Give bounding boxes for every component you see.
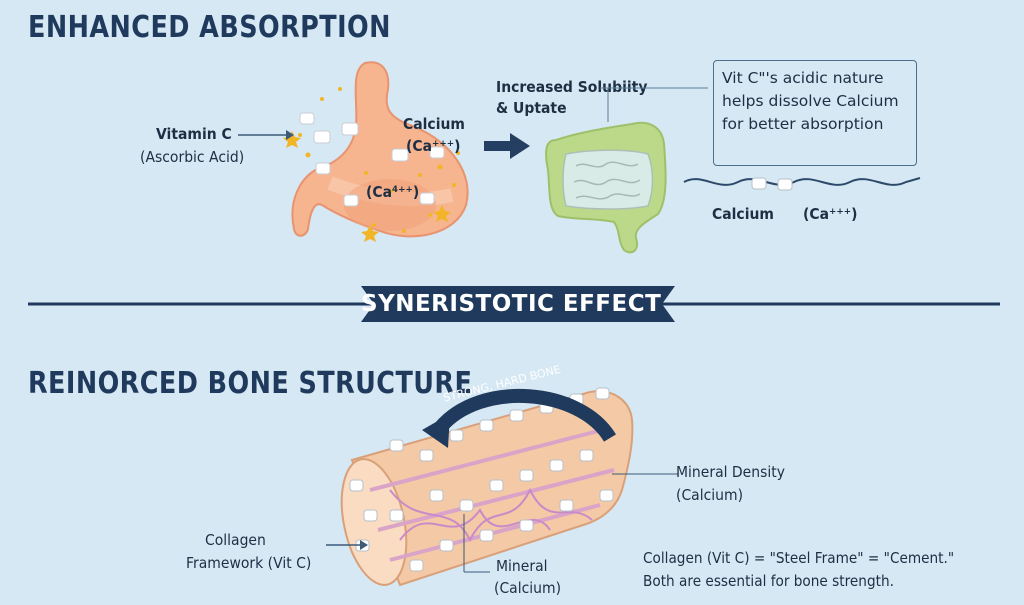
synergy-banner-graphic [28, 286, 1000, 322]
mineral-density-leader [612, 473, 678, 475]
solubility-label-line1: Increased Solubiity [496, 78, 648, 96]
calcium-stomach-label: Calcium [403, 115, 465, 133]
mineral-density-label-line1: Mineral Density [676, 463, 785, 481]
mineral-leader [463, 514, 490, 573]
collagen-arrow [326, 540, 368, 550]
calcium-ion-lower: (Ca⁴⁺⁺) [366, 183, 420, 201]
note-line-2: helps dissolve Calcium [722, 92, 899, 110]
summary-line-1: Collagen (Vit C) = "Steel Frame" = "Ceme… [643, 549, 955, 567]
mineral-label-line1: Mineral [496, 557, 548, 575]
calcium-wave [683, 177, 921, 191]
star-sparkles [283, 131, 451, 242]
mineral-density-label-line2: (Calcium) [676, 486, 744, 504]
section-title-bone-structure: REINORCED BONE STRUCTURE [28, 366, 473, 401]
calcium-particles [299, 112, 445, 207]
note-line-1: Vit C"'s acidic nature [722, 69, 884, 87]
mineral-label-line2: (Calcium) [494, 579, 562, 597]
ascorbic-acid-label: (Ascorbic Acid) [140, 148, 245, 166]
synergy-banner-label: SYNERISTOTIC EFFECT [361, 291, 662, 317]
note-line-3: for better absorption [722, 115, 884, 133]
solubility-label-line2: & Uptate [496, 99, 567, 117]
absorption-note-box: Vit C"'s acidic nature helps dissolve Ca… [713, 60, 917, 166]
bone-mineral-particles [349, 387, 614, 572]
curved-arrow [422, 388, 616, 448]
bone-illustration [340, 387, 634, 587]
summary-line-2: Both are essential for bone strength. [643, 572, 894, 590]
stomach-illustration [283, 61, 469, 242]
calcium-right-label: Calcium [712, 205, 774, 223]
calcium-ion-upper: (Ca⁺⁺⁺) [406, 137, 461, 155]
intestine-illustration [545, 121, 667, 254]
collagen-label-line2: Framework (Vit C) [186, 554, 312, 572]
vitamin-c-label: Vitamin C [156, 125, 232, 143]
absorption-arrow [484, 133, 530, 159]
vitamin-c-arrow [238, 130, 294, 140]
solubility-leader-line [600, 87, 708, 122]
calcium-right-ion: (Ca⁺⁺⁺) [803, 205, 858, 223]
collagen-label-line1: Collagen [205, 531, 266, 549]
section-title-enhanced-absorption: ENHANCED ABSORPTION [28, 10, 391, 45]
